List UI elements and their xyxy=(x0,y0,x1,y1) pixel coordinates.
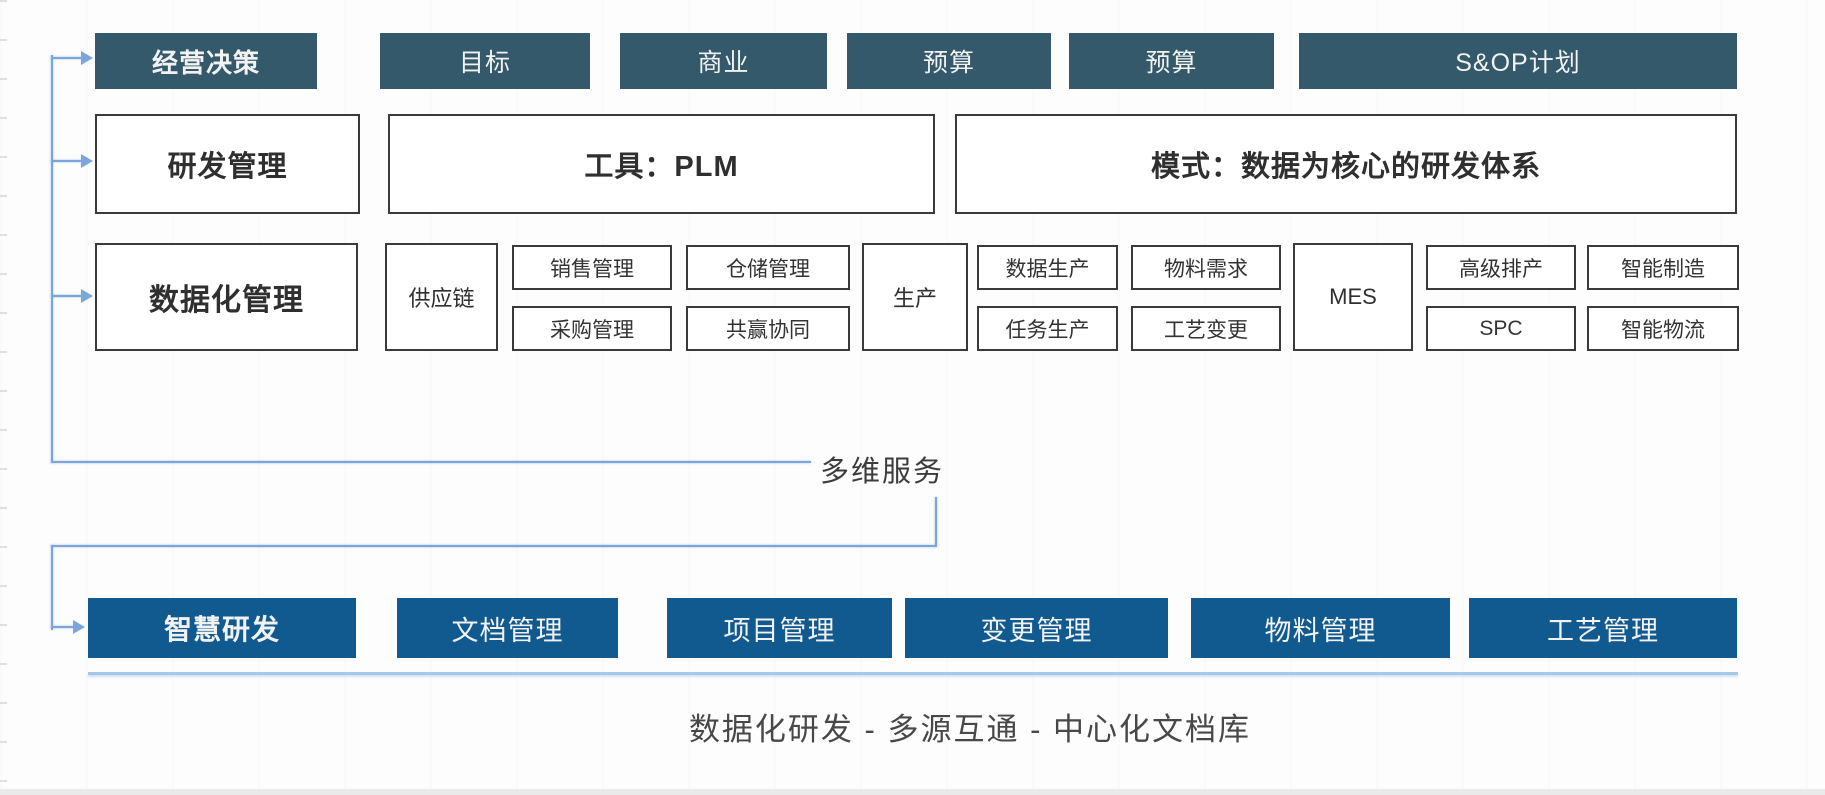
datamgmt-box-material-req: 物料需求 xyxy=(1131,245,1281,290)
datamgmt-box-task-production: 任务生产 xyxy=(977,306,1118,351)
datamgmt-box-label: 共赢协同 xyxy=(726,318,810,342)
strategy-box-label: 预算 xyxy=(922,49,975,77)
smartrnd-box-change: 变更管理 xyxy=(905,598,1168,658)
smartrnd-box-project: 项目管理 xyxy=(667,598,892,658)
datamgmt-box-label: 数据生产 xyxy=(1005,257,1090,281)
left-edge-ticks xyxy=(0,0,7,795)
smartrnd-box-label: 物料管理 xyxy=(1264,615,1377,646)
service-line-horizontal xyxy=(51,461,811,463)
rnd-box-mode: 模式：数据为核心的研发体系 xyxy=(955,114,1737,214)
smartrnd-box-label: 智慧研发 xyxy=(163,614,280,645)
datamgmt-box-mes: MES xyxy=(1293,243,1413,351)
datamgmt-box-label: 任务生产 xyxy=(1005,318,1090,342)
datamgmt-box-label: 供应链 xyxy=(408,286,475,311)
datamgmt-box-lead: 数据化管理 xyxy=(95,243,358,351)
arrow-icon-strategy xyxy=(81,51,93,65)
datamgmt-box-smart-mfg: 智能制造 xyxy=(1587,245,1739,290)
branch-line-strategy xyxy=(51,57,83,59)
datamgmt-box-label: 仓储管理 xyxy=(726,257,810,281)
datamgmt-box-label: 智能物流 xyxy=(1621,318,1705,342)
rnd-box-label: 工具：PLM xyxy=(584,151,739,183)
datamgmt-box-label: 数据化管理 xyxy=(149,284,304,317)
return-line-horizontal xyxy=(51,545,937,547)
datamgmt-box-label: SPC xyxy=(1479,316,1523,340)
service-label: 多维服务 xyxy=(820,456,945,488)
arrow-icon-rnd xyxy=(81,154,93,168)
branch-line-datamgmt xyxy=(51,295,83,297)
datamgmt-box-spc: SPC xyxy=(1426,306,1576,351)
datamgmt-box-label: MES xyxy=(1329,284,1377,309)
smartrnd-box-document: 文档管理 xyxy=(397,598,618,658)
strategy-box-budget-2: 预算 xyxy=(1069,33,1274,89)
strategy-box-label: 经营决策 xyxy=(151,47,260,78)
datamgmt-box-warehouse: 仓储管理 xyxy=(686,245,850,290)
strategy-box-label: 商业 xyxy=(697,49,750,77)
spine-line-vertical xyxy=(51,55,53,463)
datamgmt-box-purchase: 采购管理 xyxy=(512,306,672,351)
datamgmt-box-label: 智能制造 xyxy=(1621,257,1705,281)
strategy-box-goal: 目标 xyxy=(380,33,590,89)
datamgmt-box-win-win: 共赢协同 xyxy=(686,306,850,351)
datamgmt-box-label: 销售管理 xyxy=(550,257,634,281)
datamgmt-box-process-change: 工艺变更 xyxy=(1131,306,1281,351)
branch-line-rnd xyxy=(51,160,83,162)
rnd-box-management: 研发管理 xyxy=(95,114,360,214)
strategy-box-label: S&OP计划 xyxy=(1455,49,1581,77)
bottom-caption: 数据化研发 - 多源互通 - 中心化文档库 xyxy=(688,712,1252,747)
datamgmt-box-label: 采购管理 xyxy=(550,318,634,342)
smartrnd-box-label: 变更管理 xyxy=(980,615,1093,646)
smartrnd-underline xyxy=(88,672,1738,675)
smartrnd-box-material: 物料管理 xyxy=(1191,598,1450,658)
branch-line-smart-rnd xyxy=(51,626,75,628)
datamgmt-box-label: 高级排产 xyxy=(1459,257,1543,281)
datamgmt-box-sales: 销售管理 xyxy=(512,245,672,290)
return-line-vertical xyxy=(51,545,53,630)
rnd-box-label: 模式：数据为核心的研发体系 xyxy=(1150,151,1541,183)
strategy-box-budget-1: 预算 xyxy=(847,33,1051,89)
rnd-box-tool-plm: 工具：PLM xyxy=(388,114,935,214)
strategy-box-business: 商业 xyxy=(620,33,827,89)
datamgmt-box-adv-scheduling: 高级排产 xyxy=(1426,245,1576,290)
strategy-box-label: 目标 xyxy=(458,49,511,77)
datamgmt-box-supply-chain: 供应链 xyxy=(385,243,498,351)
datamgmt-box-data-production: 数据生产 xyxy=(977,245,1118,290)
strategy-box-decision: 经营决策 xyxy=(95,33,317,89)
strategy-box-sop-plan: S&OP计划 xyxy=(1299,33,1737,89)
rnd-box-label: 研发管理 xyxy=(167,151,288,183)
bottom-edge-band xyxy=(0,789,1825,795)
smartrnd-box-label: 文档管理 xyxy=(451,615,564,646)
smartrnd-box-label: 项目管理 xyxy=(723,615,836,646)
datamgmt-box-production: 生产 xyxy=(862,243,968,351)
smartrnd-box-label: 工艺管理 xyxy=(1547,615,1659,646)
datamgmt-box-label: 生产 xyxy=(892,286,937,311)
arrow-icon-datamgmt xyxy=(81,289,93,303)
datamgmt-box-label: 工艺变更 xyxy=(1164,318,1248,342)
datamgmt-box-label: 物料需求 xyxy=(1164,257,1248,281)
arrow-icon-smart-rnd xyxy=(73,620,85,634)
datamgmt-box-smart-logistics: 智能物流 xyxy=(1587,306,1739,351)
strategy-box-label: 预算 xyxy=(1145,49,1198,77)
service-drop-line xyxy=(935,497,937,546)
smartrnd-box-process: 工艺管理 xyxy=(1469,598,1737,658)
smartrnd-box-smart-rnd: 智慧研发 xyxy=(88,598,356,658)
